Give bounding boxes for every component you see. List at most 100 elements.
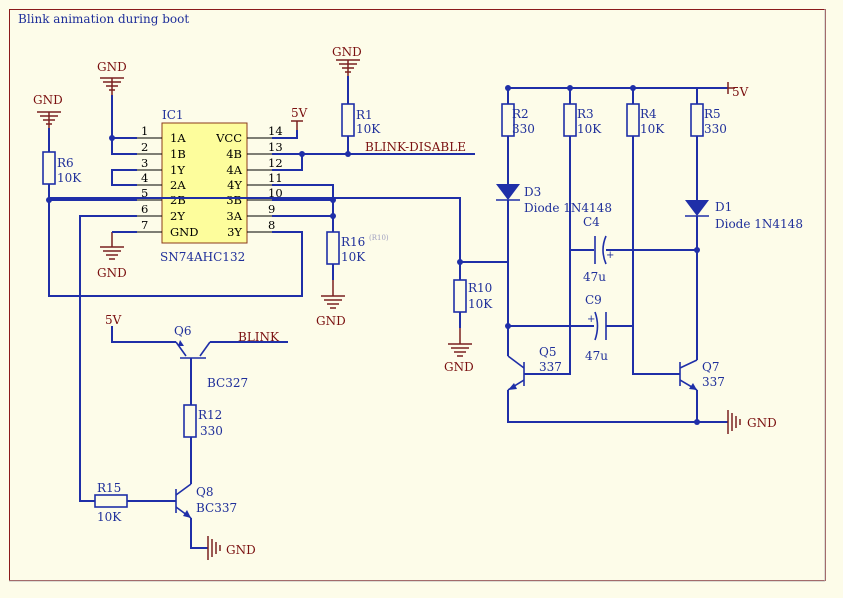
- resistor-r1[interactable]: R1 10K: [341, 103, 381, 137]
- q8-value: BC337: [196, 501, 237, 515]
- r12-value: 330: [200, 424, 223, 438]
- r12-designator: R12: [198, 408, 222, 422]
- gnd-label: GND: [97, 60, 127, 74]
- diode-d1[interactable]: D1 Diode 1N4148: [685, 200, 803, 231]
- resistor-r12[interactable]: R12 330: [183, 404, 223, 438]
- gnd-symbol-right: GND: [727, 410, 777, 434]
- vcc-label: 5V: [732, 85, 749, 99]
- gnd-symbol-r6: GND: [33, 93, 63, 128]
- ic1-pin-name: 4B: [226, 147, 242, 161]
- ic1-pin-number: 7: [141, 218, 148, 232]
- q8-designator: Q8: [196, 485, 213, 499]
- d1-value: Diode 1N4148: [715, 217, 803, 231]
- resistor-r3[interactable]: R3 10K: [563, 103, 602, 137]
- c9-designator: C9: [585, 293, 602, 307]
- ic1-pin-number: 4: [141, 171, 148, 185]
- ic1-pin-name: 3A: [226, 209, 242, 223]
- r5-designator: R5: [704, 107, 721, 121]
- gnd-label: GND: [97, 266, 127, 280]
- ic1-pin-number: 11: [268, 171, 283, 185]
- gnd-label: GND: [444, 360, 474, 374]
- r2-designator: R2: [512, 107, 529, 121]
- ic1-pin-name: 1A: [170, 131, 186, 145]
- r4-value: 10K: [640, 122, 665, 136]
- ic1-pin-number: 2: [141, 140, 148, 154]
- transistor-q7[interactable]: Q7 337: [679, 359, 725, 391]
- q6-emitter-supply-label: 5V: [105, 313, 122, 327]
- resistor-r10[interactable]: R10 10K: [453, 262, 493, 328]
- ic1-pin-name: 1B: [170, 147, 186, 161]
- transistor-q6[interactable]: 5V Q6 BC327 BLINK: [105, 313, 288, 405]
- resistor-r15[interactable]: R15 10K: [94, 481, 128, 524]
- transistor-q5[interactable]: Q5 337: [507, 345, 562, 391]
- vcc-symbol-ic1: 5V: [291, 106, 308, 130]
- r2-value: 330: [512, 122, 535, 136]
- r1-designator: R1: [356, 108, 373, 122]
- gnd-symbol-q8: GND: [207, 536, 256, 560]
- r16-designator: R16: [341, 235, 365, 249]
- ic1-pin-number: 3: [141, 156, 148, 170]
- capacitor-c9[interactable]: + C9 47u: [585, 293, 608, 363]
- q5-value: 337: [539, 360, 562, 374]
- ic1-pin-name: 4A: [226, 163, 242, 177]
- ic1-pin-number: 5: [141, 186, 148, 200]
- ic1-designator: IC1: [162, 108, 184, 122]
- ic1-pin-name: GND: [170, 225, 198, 239]
- gnd-label: GND: [316, 314, 346, 328]
- r3-value: 10K: [577, 122, 602, 136]
- vcc-symbol-rail: 5V: [727, 82, 749, 99]
- c4-designator: C4: [583, 215, 600, 229]
- gnd-label: GND: [332, 45, 362, 59]
- resistor-r16[interactable]: R16 (R10) 10K: [326, 231, 389, 265]
- r5-value: 330: [704, 122, 727, 136]
- ic1-pin-name: 3Y: [227, 225, 242, 239]
- ic1-pin-number: 6: [141, 202, 148, 216]
- gnd-symbol-r10: GND: [444, 328, 474, 374]
- resistor-r6[interactable]: R6 10K: [42, 128, 82, 185]
- ic1-pin-name: 2A: [170, 178, 186, 192]
- blink-net-label: BLINK: [238, 330, 280, 344]
- c9-value: 47u: [585, 349, 608, 363]
- r16-value: 10K: [341, 250, 366, 264]
- d1-designator: D1: [715, 200, 732, 214]
- ic1-pin-number: 9: [268, 202, 275, 216]
- r10-designator: R10: [468, 281, 492, 295]
- ic1-pin-name: 3B: [226, 193, 242, 207]
- ic1-pin-name: 1Y: [170, 163, 185, 177]
- gnd-symbol-r1: GND: [332, 45, 362, 76]
- c4-polarity: +: [606, 250, 614, 261]
- resistor-r4[interactable]: R4 10K: [626, 103, 665, 137]
- r10-value: 10K: [468, 297, 493, 311]
- resistor-r2[interactable]: R2 330: [501, 103, 535, 137]
- gnd-label: GND: [747, 416, 777, 430]
- d3-value: Diode 1N4148: [524, 201, 612, 215]
- ic1-pin-name: 2Y: [170, 209, 185, 223]
- r15-value: 10K: [97, 510, 122, 524]
- gnd-label: GND: [33, 93, 63, 107]
- q7-designator: Q7: [702, 360, 719, 374]
- ic1-pin-name: 2B: [170, 193, 186, 207]
- r16-ghost-label: (R10): [369, 234, 389, 242]
- q6-designator: Q6: [174, 324, 191, 338]
- ic1-pin-number: 8: [268, 218, 275, 232]
- blink-disable-net-label: BLINK-DISABLE: [365, 140, 466, 154]
- ic1-pin-name: VCC: [215, 131, 242, 145]
- resistor-r5[interactable]: R5 330: [690, 103, 727, 137]
- capacitor-c4[interactable]: + C4 47u: [583, 215, 614, 284]
- ic1-pin-number: 13: [268, 140, 283, 154]
- ic1-pin-number: 10: [268, 186, 283, 200]
- r15-designator: R15: [97, 481, 121, 495]
- oscillator-wiring: [507, 87, 728, 423]
- transistor-q8[interactable]: Q8 BC337: [127, 437, 237, 549]
- c4-value: 47u: [583, 270, 606, 284]
- ic1-pin-number: 14: [268, 124, 283, 138]
- diode-d3[interactable]: D3 Diode 1N4148: [496, 184, 612, 215]
- r6-value: 10K: [57, 171, 82, 185]
- ic1-pin-name: 4Y: [227, 178, 242, 192]
- gnd-symbol-ic1-pin7: GND: [97, 232, 127, 280]
- ic1-pin-number: 12: [268, 156, 283, 170]
- sheet-title: Blink animation during boot: [18, 12, 189, 26]
